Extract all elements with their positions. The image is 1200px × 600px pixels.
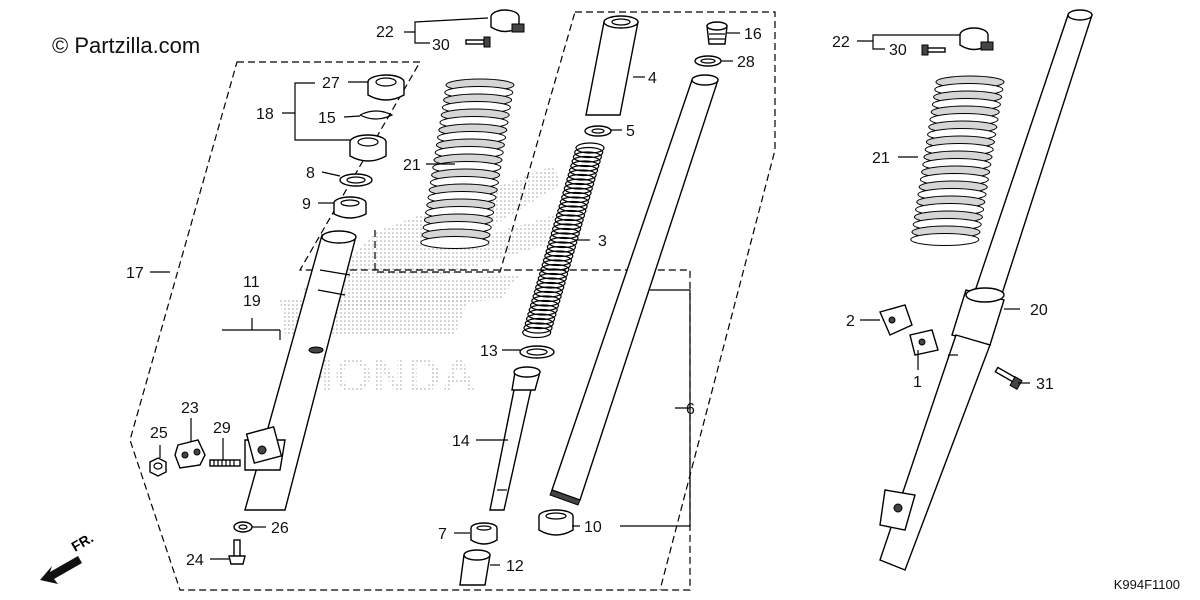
- stopper-12: [459, 549, 491, 586]
- front-direction-arrow: FR.: [40, 529, 96, 584]
- fork-boot-right: [910, 75, 1005, 246]
- diagram-code: K994F1100: [1113, 577, 1180, 592]
- callout-2: 2: [846, 313, 855, 330]
- rebound-spring-13: [519, 345, 555, 359]
- bottom-case: [244, 230, 357, 511]
- callout-21: 21: [403, 157, 421, 174]
- screw-30-left: [465, 36, 491, 48]
- fork-piston-14: [489, 366, 541, 511]
- slider-bushing-10: [538, 509, 574, 536]
- fork-bolt-16: [706, 21, 728, 45]
- callout-23: 23: [181, 400, 199, 417]
- inner-assembly-outline: [575, 11, 776, 591]
- callout-3: 3: [598, 233, 607, 250]
- fork-boot-left: [420, 78, 515, 249]
- callout-27: 27: [322, 75, 340, 92]
- callout-25: 25: [150, 425, 168, 442]
- callout-19: 19: [243, 293, 261, 310]
- callout-22-right: 22: [832, 34, 850, 51]
- bolt-31: [994, 366, 1023, 391]
- backup-ring-8: [339, 173, 373, 187]
- washer-26: [233, 521, 253, 533]
- callout-30-right: 30: [889, 42, 907, 59]
- bushing-9: [333, 196, 367, 219]
- leader-lines: [150, 17, 1030, 566]
- callout-26: 26: [271, 520, 289, 537]
- callout-24: 24: [186, 552, 204, 569]
- bolt-24: [228, 539, 246, 565]
- callout-16: 16: [744, 26, 762, 43]
- callout-5: 5: [626, 123, 635, 140]
- circlip-15: [359, 110, 394, 120]
- callout-29: 29: [213, 420, 231, 437]
- callout-7: 7: [438, 526, 447, 543]
- callout-labels: 22 30 27 18 15 8 9 21 17 11 19 23 25 29 …: [126, 24, 1054, 575]
- watermark-text: HONDA: [300, 350, 476, 403]
- callout-28: 28: [737, 54, 755, 71]
- band-clamp-right: [959, 27, 994, 51]
- oil-lock-piece-7: [470, 522, 498, 545]
- callout-11: 11: [243, 274, 260, 291]
- screw-30-right: [921, 44, 946, 56]
- guide-2: [879, 304, 913, 336]
- callout-15: 15: [318, 110, 336, 127]
- callout-14: 14: [452, 433, 470, 450]
- callout-12: 12: [506, 558, 524, 575]
- stud-29: [209, 459, 241, 467]
- callout-10: 10: [584, 519, 602, 536]
- callout-6: 6: [686, 401, 695, 418]
- callout-22: 22: [376, 24, 394, 41]
- boot-outline: [374, 11, 576, 273]
- front-arrow-label: FR.: [69, 529, 97, 554]
- band-clamp-left: [490, 9, 525, 33]
- callout-30: 30: [432, 37, 450, 54]
- fork-spring-3: [522, 142, 605, 339]
- assembled-fork-right: [879, 9, 1093, 571]
- callout-13: 13: [480, 343, 498, 360]
- spring-collar-4: [585, 15, 639, 116]
- guide-1: [909, 329, 939, 356]
- fork-pipe-6: [549, 74, 719, 506]
- axle-holder-23: [174, 439, 206, 469]
- nut-25: [149, 457, 167, 477]
- callout-20: 20: [1030, 302, 1048, 319]
- callout-1: 1: [913, 374, 922, 391]
- callout-21-right: 21: [872, 150, 890, 167]
- callout-4: 4: [648, 70, 657, 87]
- washer-5: [584, 125, 612, 137]
- callout-8: 8: [306, 165, 315, 182]
- oil-seal-set: [349, 134, 387, 162]
- dust-seal-27: [367, 74, 405, 101]
- copyright-text: © Partzilla.com: [52, 33, 201, 58]
- o-ring-28: [694, 55, 722, 67]
- callout-18: 18: [256, 106, 274, 123]
- callout-9: 9: [302, 196, 311, 213]
- callout-31: 31: [1036, 376, 1054, 393]
- callout-17: 17: [126, 265, 144, 282]
